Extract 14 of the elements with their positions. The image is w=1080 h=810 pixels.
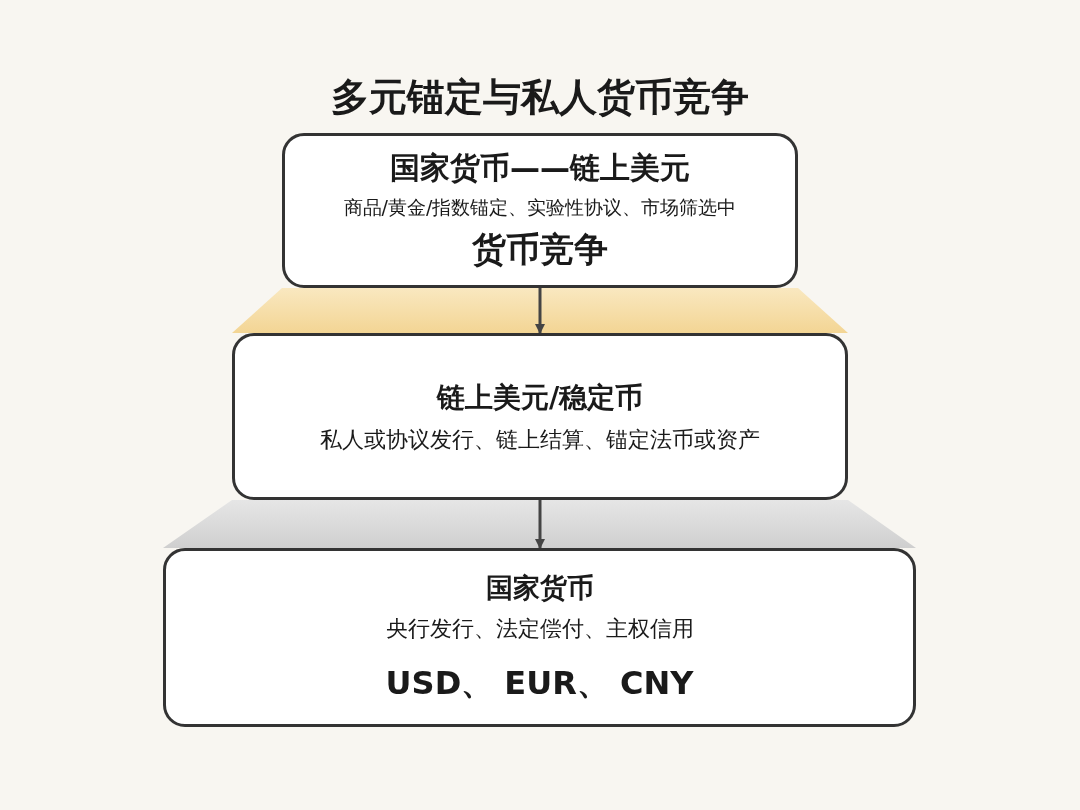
heading: 国家货币——链上美元: [390, 149, 690, 187]
layer-box: [163, 548, 916, 727]
description: 私人或协议发行、链上结算、锚定法币或资产: [320, 425, 760, 454]
arrow: [535, 288, 545, 334]
title: 多元锚定与私人货币竞争: [330, 74, 750, 121]
subheading: 货币竞争: [472, 228, 608, 271]
description: 央行发行、法定偿付、主权信用: [385, 614, 694, 643]
heading: 国家货币: [485, 570, 594, 605]
description: 商品/黄金/指数锚定、实验性协议、市场筛选中: [343, 195, 737, 220]
heading: 链上美元/稳定币: [436, 379, 644, 416]
arrow: [535, 500, 545, 549]
currency-list: USD、 EUR、 CNY: [385, 661, 694, 706]
layer-box: [232, 333, 848, 500]
layer-box: [282, 133, 798, 288]
